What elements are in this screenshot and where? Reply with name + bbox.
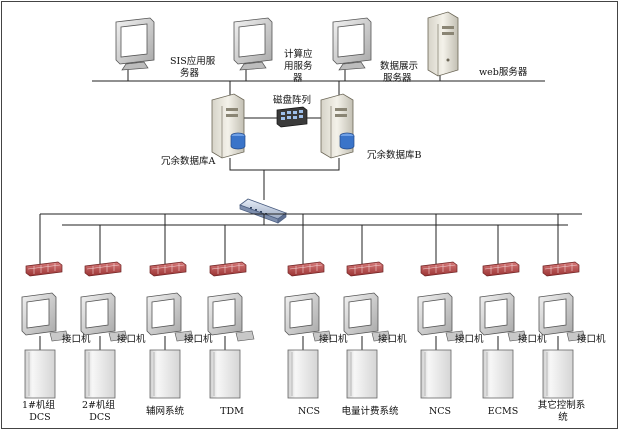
system-label: ECMS: [488, 406, 518, 417]
interface-computer-label: 接口机: [319, 333, 348, 345]
firewall-icon: [149, 261, 187, 277]
system-column: 接口机 NCS: [417, 261, 484, 417]
system-label: NCS: [429, 406, 451, 417]
control-cabinet-icon: [149, 349, 181, 399]
system-column: 接口机 NCS: [284, 261, 348, 417]
interface-computer-icon: [417, 292, 465, 342]
display-server-label: 数据展示 服务器: [380, 60, 421, 84]
link-db-a-switch: [229, 158, 265, 200]
interface-computer-label: 接口机: [117, 333, 146, 345]
disk-array-icon: [276, 106, 308, 128]
interface-computer-label: 接口机: [378, 333, 407, 345]
interface-computer-label: 接口机: [577, 333, 606, 345]
firewall-icon: [482, 261, 520, 277]
interface-computer-label: 接口机: [184, 333, 213, 345]
system-label-line-2: DCS: [89, 412, 110, 423]
control-cabinet-icon: [287, 349, 319, 399]
web-server-icon: [427, 11, 459, 77]
system-label: 1#机组 DCS: [22, 399, 58, 423]
system-column: 接口机 2#机组 DCS: [80, 261, 146, 423]
firewall-icon: [84, 261, 122, 277]
system-label-line-1: NCS: [298, 406, 320, 417]
display-server-label-line-1: 数据展示: [380, 60, 418, 72]
system-label-line-2: DCS: [29, 412, 50, 423]
firewall-icon: [420, 261, 458, 277]
system-label-line-1: 2#机组: [82, 399, 116, 411]
firewall-icon: [209, 261, 247, 277]
system-label-line-1: NCS: [429, 406, 451, 417]
control-cabinet-icon: [84, 349, 116, 399]
system-label: TDM: [220, 406, 244, 417]
sis-server-label-line-1: SIS应用服: [170, 55, 216, 67]
sis-server-icon: [115, 17, 155, 71]
web-server-label: web服务器: [479, 66, 528, 78]
system-label-line-1: 电量计费系统: [341, 405, 399, 417]
system-label-line-1: 其它控制系: [538, 399, 586, 411]
display-server-label-line-2: 服务器: [383, 72, 412, 84]
interface-computer-icon: [284, 292, 332, 342]
system-label: 其它控制系 统: [538, 399, 589, 423]
system-label-line-1: ECMS: [488, 406, 518, 417]
control-cabinet-icon: [542, 349, 574, 399]
link-db-b-switch: [264, 158, 340, 171]
network-switch-icon: [239, 198, 287, 224]
system-column: TDM: [207, 261, 255, 417]
control-cabinet-icon: [24, 349, 56, 399]
system-column: 接口机 电量计费系统: [341, 261, 407, 417]
interface-computer-icon: [21, 292, 69, 342]
system-label: 电量计费系统: [341, 405, 399, 417]
control-cabinet-icon: [482, 349, 514, 399]
system-label: 辅网系统: [146, 405, 185, 417]
sis-server-label-line-2: 务器: [180, 67, 200, 79]
db-a-label: 冗余数据库A: [161, 155, 216, 167]
firewall-icon: [25, 261, 63, 277]
control-cabinet-icon: [420, 349, 452, 399]
db-b-server-icon: [320, 93, 355, 159]
system-label: NCS: [298, 406, 320, 417]
control-cabinet-icon: [346, 349, 378, 399]
interface-computer-icon: [538, 292, 586, 342]
system-column: 接口机 其它控制系 统: [538, 261, 606, 423]
firewall-icon: [542, 261, 580, 277]
interface-computer-label: 接口机: [518, 333, 547, 345]
calc-server-label-line-2: 用服务: [284, 60, 313, 72]
system-label-line-1: TDM: [220, 406, 244, 417]
calc-server-label-line-1: 计算应: [284, 48, 313, 60]
db-a-server-icon: [211, 93, 246, 159]
system-label-line-1: 1#机组: [22, 399, 56, 411]
sis-server-label: SIS应用服 务器: [170, 55, 218, 79]
interface-computer-icon: [207, 292, 255, 342]
interface-computer-icon: [343, 292, 391, 342]
firewall-icon: [346, 261, 384, 277]
calc-server-icon: [233, 17, 273, 71]
control-cabinet-icon: [209, 349, 241, 399]
db-b-label: 冗余数据库B: [367, 149, 422, 161]
interface-computer-icon: [479, 292, 527, 342]
firewall-icon: [287, 261, 325, 277]
system-label-line-2: 统: [558, 411, 568, 423]
calc-server-label-line-3: 器: [293, 73, 303, 84]
interface-computer-icon: [146, 292, 194, 342]
system-label-line-1: 辅网系统: [146, 405, 185, 417]
system-column: 接口机 1#机组 DCS: [21, 261, 91, 423]
interface-computer-label: 接口机: [455, 333, 484, 345]
calc-server-label: 计算应 用服务 器: [284, 48, 316, 84]
column-drops: [39, 214, 559, 268]
interface-computer-icon: [80, 292, 128, 342]
web-server-label-line-1: web服务器: [479, 66, 528, 78]
interface-computer-label: 接口机: [62, 333, 91, 345]
system-label: 2#机组 DCS: [82, 399, 118, 423]
system-column: 接口机 辅网系统: [146, 261, 213, 417]
disk-array-label: 磁盘阵列: [273, 94, 311, 106]
display-server-icon: [332, 17, 372, 71]
system-column: 接口机 ECMS: [479, 261, 547, 417]
